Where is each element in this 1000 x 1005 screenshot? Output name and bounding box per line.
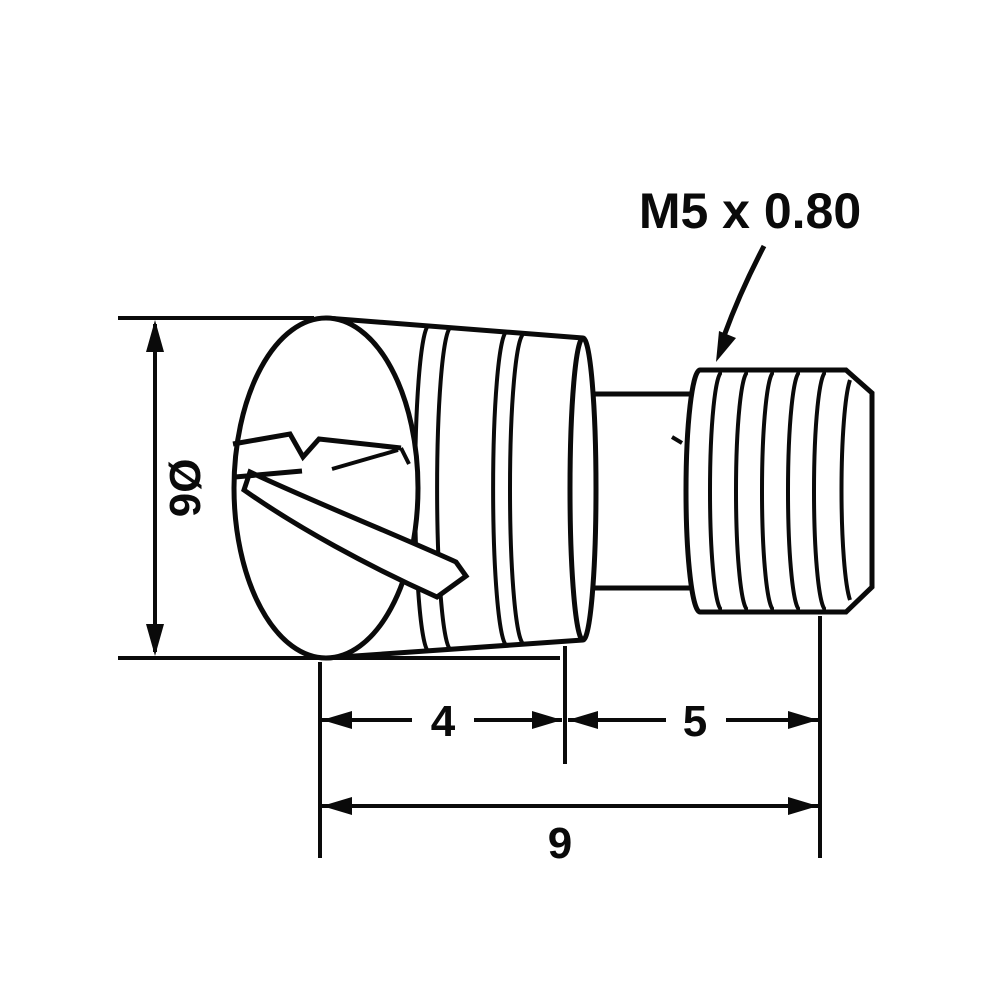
slot-chisel-wedge (241, 468, 470, 600)
arrowhead-left (568, 711, 598, 729)
head-bottom-edge (325, 637, 584, 661)
thread-crest-line (812, 370, 827, 612)
slot-lower-edge (234, 468, 303, 480)
arrowhead-down (146, 624, 164, 656)
head-groove-line (508, 332, 525, 646)
head-groove-line (435, 326, 452, 651)
leader-arrowhead (716, 331, 736, 362)
arrowhead-right (788, 797, 818, 815)
thread-crest-line (734, 370, 749, 612)
arrowhead-left (322, 711, 352, 729)
arrowhead-right (788, 711, 818, 729)
thread-crest-line (760, 370, 775, 612)
arrowhead-up (146, 320, 164, 352)
slot-end-line (399, 447, 411, 465)
arrowhead-right (532, 711, 562, 729)
head-section (231, 315, 599, 661)
arrowhead-left (322, 797, 352, 815)
thread-crest-line (786, 370, 801, 612)
thread-length-dimension: 5 (568, 616, 822, 858)
overall-length-dimension: 9 (322, 797, 818, 868)
thread-spec-callout: M5 x 0.80 (639, 183, 861, 362)
surface-mark (670, 435, 684, 445)
thread-crest-line (708, 370, 723, 612)
diameter-dimension-label: Ø6 (160, 459, 209, 518)
neck-section (583, 391, 700, 591)
thread-crest-line (839, 379, 852, 601)
diameter-dimension: Ø6 (118, 316, 560, 660)
neck-body (583, 394, 700, 588)
overall-length-dimension-label: 9 (548, 819, 572, 868)
head-end-rim-near (567, 335, 585, 643)
slot-floor-line (331, 448, 399, 471)
slot-upper-edge (232, 431, 402, 462)
head-length-dimension: 4 (318, 646, 567, 858)
thread-spec-label: M5 x 0.80 (639, 183, 861, 239)
thread-outline (683, 367, 875, 615)
thread-length-dimension-label: 5 (683, 697, 707, 746)
head-end-rim-far (581, 335, 599, 643)
head-length-dimension-label: 4 (431, 697, 456, 746)
leader-line (721, 244, 767, 337)
threaded-shank-section (683, 367, 875, 615)
head-top-edge (325, 315, 584, 341)
head-groove-line (491, 330, 508, 647)
screwdriver-slot (232, 431, 470, 600)
